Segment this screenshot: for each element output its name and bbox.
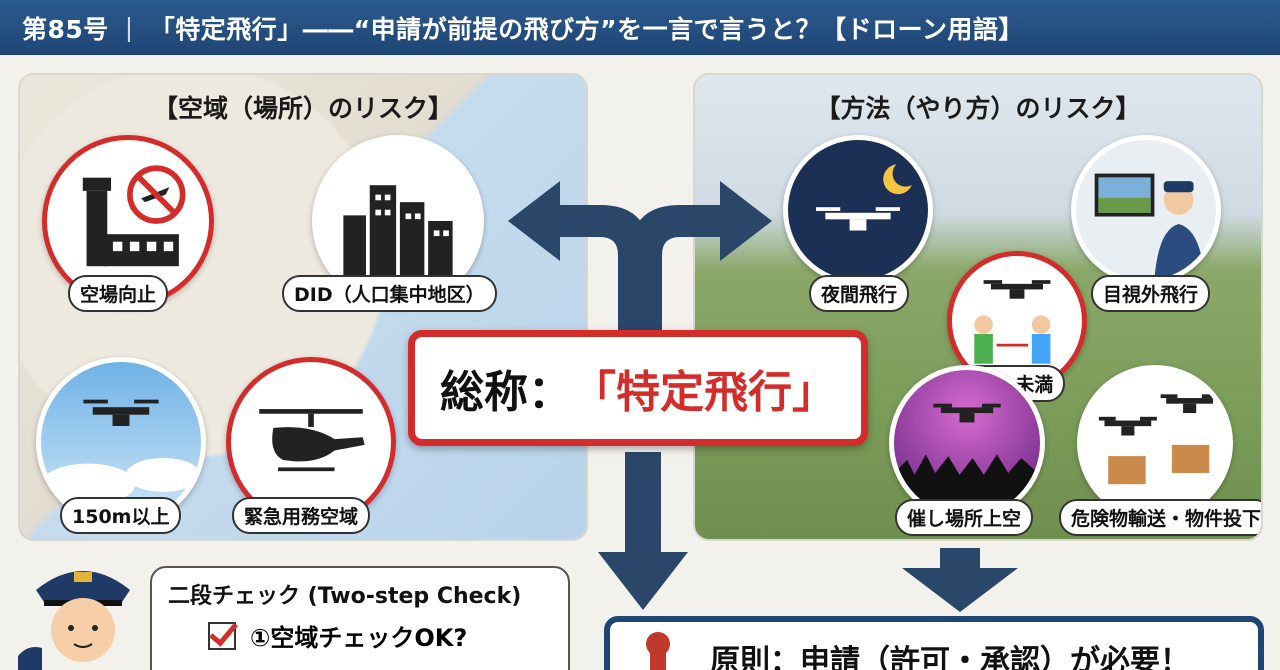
- pilot-avatar-icon: [18, 571, 130, 670]
- banner-divider: |: [124, 13, 134, 42]
- two-step-check-bubble: 二段チェック (Two-step Check) ①空域チェックOK?: [150, 566, 570, 670]
- check-row-airspace-text: ①空域チェックOK?: [250, 624, 468, 652]
- airspace-risk-panel: 【空域（場所）のリスク】 空場向止 DID（人口集中地区）: [18, 73, 588, 541]
- event-label: 催し場所上空: [895, 499, 1034, 536]
- drone-sky-icon: [36, 357, 206, 527]
- collective-term-box: 総称： 「特定飛行」: [408, 330, 868, 446]
- check-row-airspace: ①空域チェックOK?: [208, 618, 552, 653]
- rule-text: 原則：申請（許可・承認）が必要！: [710, 644, 1190, 670]
- banner-headline: 「特定飛行」――“申請が前提の飛び方”を一言で言うと？【ドローン用語】: [149, 14, 1024, 44]
- airspace-panel-title: 【空域（場所）のリスク】: [152, 94, 453, 123]
- emergency-airspace-label: 緊急用務空域: [232, 497, 371, 534]
- title-banner: 第85号 | 「特定飛行」――“申請が前提の飛び方”を一言で言うと？【ドローン用…: [0, 0, 1280, 55]
- method-risk-panel: 【方法（やり方）のリスク】 夜間飛行 目視外飛行 30m未満: [693, 73, 1263, 541]
- application-rule-box: 原則：申請（許可・承認）が必要！: [604, 616, 1264, 670]
- collective-term-key: 総称：: [440, 367, 572, 418]
- night-flight-label: 夜間飛行: [809, 275, 910, 312]
- method-panel-title: 【方法（やり方）のリスク】: [815, 94, 1141, 123]
- night-drone-icon: [783, 135, 933, 285]
- did-label: DID（人口集中地区）: [282, 275, 497, 312]
- hazmat-drop-label: 危険物輸送・物件投下: [1059, 499, 1261, 536]
- drone-package-icon: [1077, 365, 1233, 521]
- bvlos-label: 目視外飛行: [1091, 275, 1211, 312]
- split-arrows-icon: [508, 181, 772, 335]
- pilot-monitor-icon: [1071, 135, 1221, 285]
- checkbox-checked-icon: [208, 621, 236, 650]
- collective-term-value: 「特定飛行」: [572, 367, 836, 418]
- issue-number: 第85号: [22, 14, 109, 44]
- event-crowd-icon: [889, 365, 1045, 521]
- altitude-label: 150m以上: [60, 497, 182, 534]
- down-arrow-right-icon: [902, 548, 1018, 612]
- stamp-icon: [646, 632, 670, 670]
- check-title: 二段チェック (Two-step Check): [168, 584, 522, 609]
- airport-label: 空場向止: [68, 275, 169, 312]
- down-arrow-left-icon: [598, 452, 688, 610]
